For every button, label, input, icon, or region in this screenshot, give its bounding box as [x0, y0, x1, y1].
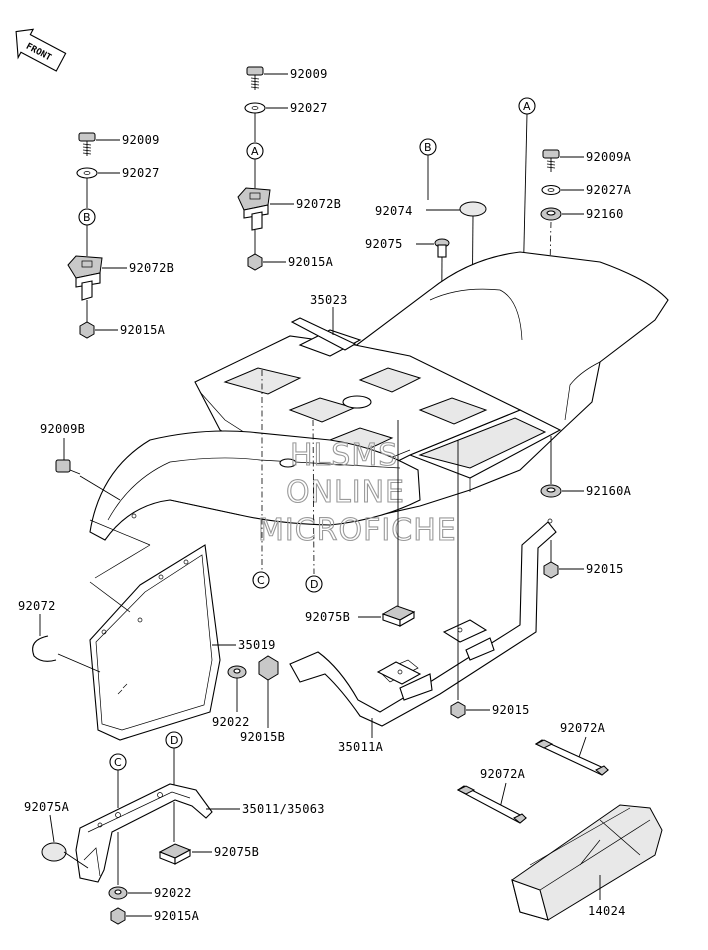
label-35011-35063: 35011/35063: [242, 802, 325, 816]
label-92015A-top: 92015A: [288, 255, 334, 269]
frame-35011A: 35011A: [289, 518, 557, 754]
nut-icon: [543, 561, 559, 579]
label-92075A: 92075A: [24, 800, 70, 814]
rear-fender-35023: 35023: [89, 251, 669, 541]
label-92022-mid: 92022: [212, 715, 250, 729]
ref-d-low-text: D: [170, 734, 178, 747]
label-92015B: 92015B: [240, 730, 285, 744]
clip-bracket-icon: [67, 255, 103, 301]
strap-92072A-lower: 92072A: [456, 767, 527, 824]
watermark-line2: ONLINE: [286, 475, 405, 510]
label-92160: 92160: [586, 207, 624, 221]
mud-flap-35019: 35019: [89, 519, 276, 741]
label-35011A: 35011A: [338, 740, 384, 754]
clip-icon: [32, 635, 57, 662]
label-35023: 35023: [310, 293, 348, 307]
label-92027A: 92027A: [586, 183, 632, 197]
ref-c-mid-text: C: [257, 574, 265, 587]
nut-icon: [79, 321, 95, 339]
bolt-icon: [55, 459, 71, 473]
ref-d-mid-text: D: [310, 578, 318, 591]
label-92072B-top: 92072B: [296, 197, 341, 211]
plug-icon: [434, 238, 450, 258]
bolt-icon: [542, 149, 560, 172]
label-92075: 92075: [365, 237, 403, 251]
label-92022-low: 92022: [154, 886, 192, 900]
cap-icon: [41, 842, 67, 862]
clip-bracket-icon: [237, 187, 271, 231]
label-92075B-mid: 92075B: [305, 610, 350, 624]
front-arrow-icon: FRONT: [15, 28, 67, 72]
label-92009-top: 92009: [290, 67, 328, 81]
pad-14024: 14024: [511, 804, 663, 921]
watermark: HLSMS ONLINE MICROFICHE: [257, 437, 457, 548]
nut-icon: [247, 253, 263, 271]
washer-icon: [76, 167, 98, 179]
bolt-icon: [78, 132, 96, 156]
label-92072B-left: 92072B: [129, 261, 174, 275]
watermark-line3: MICROFICHE: [258, 513, 457, 548]
ref-a-top-text: A: [251, 145, 259, 158]
nut-icon: [110, 907, 126, 925]
label-92015-right: 92015: [586, 562, 624, 576]
label-92072: 92072: [18, 599, 56, 613]
label-14024: 14024: [588, 904, 626, 918]
watermark-line1: HLSMS: [290, 438, 398, 473]
ref-d-mid: [305, 575, 323, 593]
label-92015-mid: 92015: [492, 703, 530, 717]
label-35019: 35019: [238, 638, 276, 652]
ref-c-mid: [252, 571, 270, 589]
ref-b-right-text: B: [424, 141, 432, 154]
cap-icon: [459, 201, 487, 217]
ref-c-low-text: C: [114, 756, 122, 769]
ref-a-right-text: A: [523, 100, 531, 113]
square-nut-92075B-mid: 92075B: [305, 420, 416, 627]
ref-b-left-text: B: [83, 211, 91, 224]
square-nut-icon: [158, 843, 192, 865]
washer-icon: [541, 184, 561, 196]
label-92027-left: 92027: [122, 166, 160, 180]
left-bracket-stack: 92009 92027 B 92072B 92015A: [67, 132, 174, 339]
strap-92072A-upper: 92072A: [534, 721, 610, 776]
top-bracket-stack: 92009 92027 A 92072B 92015A: [237, 66, 341, 271]
label-92072A-lower: 92072A: [480, 767, 526, 781]
nut-icon: [258, 655, 279, 681]
label-92074: 92074: [375, 204, 413, 218]
label-92027-top: 92027: [290, 101, 328, 115]
label-92009A: 92009A: [586, 150, 632, 164]
label-92015A-low: 92015A: [154, 909, 200, 923]
label-92160A: 92160A: [586, 484, 632, 498]
bolt-92009B: 92009B: [40, 422, 121, 501]
label-92015A-left: 92015A: [120, 323, 166, 337]
label-92075B-low: 92075B: [214, 845, 259, 859]
nut-icon: [450, 701, 466, 719]
washer-icon: [244, 102, 266, 114]
bolt-icon: [246, 66, 264, 90]
bracket-35011-35063: C D 35011/35063: [75, 731, 325, 883]
label-92009-left: 92009: [122, 133, 160, 147]
label-92009B: 92009B: [40, 422, 85, 436]
label-92072A-upper: 92072A: [560, 721, 606, 735]
